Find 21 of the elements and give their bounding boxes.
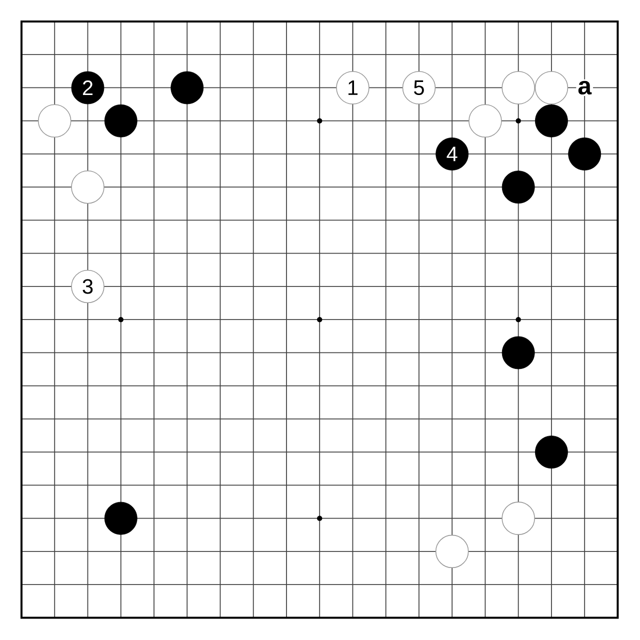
stone (435, 534, 469, 568)
stone (104, 502, 138, 535)
stone (104, 104, 138, 138)
numbered-stone: 2 (71, 71, 104, 104)
numbered-stone: 1 (336, 71, 370, 104)
point-label: a (576, 79, 594, 96)
numbered-stone: 5 (402, 71, 436, 104)
stone (71, 170, 104, 204)
stone (535, 436, 568, 469)
stone (502, 71, 535, 104)
numbered-stone: 3 (71, 270, 104, 304)
stone (170, 71, 204, 104)
stone (38, 104, 72, 138)
stone (568, 138, 602, 170)
stone (468, 104, 502, 138)
stone (534, 71, 568, 104)
stone (502, 336, 535, 370)
stone (535, 104, 568, 138)
stone (502, 502, 535, 535)
numbered-stone: 4 (436, 138, 469, 170)
stone (502, 170, 535, 204)
